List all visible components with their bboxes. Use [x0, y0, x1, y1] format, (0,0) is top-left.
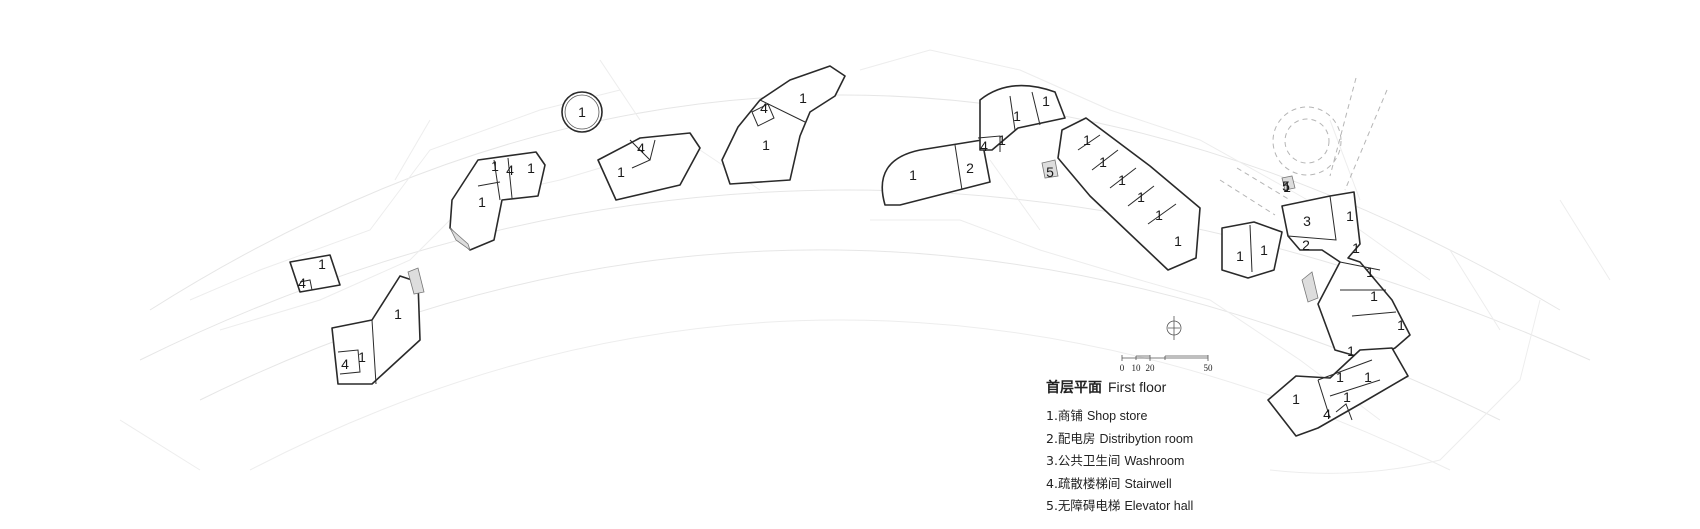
room-label: 1: [1346, 208, 1354, 224]
room-label: 5: [1046, 164, 1054, 180]
legend-item-en: Distribytion room: [1099, 431, 1194, 446]
room-label: 1: [998, 132, 1006, 148]
room-label: 4: [506, 162, 514, 178]
room-label: 1: [1137, 189, 1145, 205]
room-label: 1: [318, 256, 326, 272]
legend-title-cn: 首层平面: [1046, 380, 1102, 396]
room-label: 1: [1352, 240, 1360, 256]
building-e: [721, 65, 846, 185]
room-label: 1: [1347, 343, 1355, 359]
room-label: 4: [1323, 406, 1331, 422]
building-h: [1057, 117, 1201, 271]
room-label: 1: [578, 104, 586, 120]
north-arrow: [1166, 316, 1182, 340]
elevator-right: [1281, 175, 1296, 191]
room-label: 4: [341, 356, 349, 372]
room-label: 1: [478, 194, 486, 210]
room-label: 3: [1303, 213, 1311, 229]
room-label: 2: [1302, 237, 1310, 253]
room-label: 1: [1155, 207, 1163, 223]
room-label: 1: [1364, 369, 1372, 385]
legend-item-cn: 1.商铺: [1046, 408, 1083, 423]
round-kiosk: [561, 91, 603, 133]
legend-item-cn: 5.无障碍电梯: [1046, 498, 1121, 513]
building-c: [449, 151, 546, 252]
room-label: 1: [1260, 242, 1268, 258]
legend-item-cn: 2.配电房: [1046, 430, 1096, 446]
building-g: [977, 84, 1066, 152]
room-label: 1: [1283, 179, 1291, 195]
legend-item-en: Elevator hall: [1124, 499, 1194, 513]
scale-label: 20: [1146, 363, 1156, 373]
room-label: 1: [1292, 391, 1300, 407]
room-label: 1: [358, 349, 366, 365]
legend-item-cn: 4.疏散楼梯间: [1046, 475, 1121, 491]
room-label: 1: [527, 160, 535, 176]
room-label: 1: [1083, 132, 1091, 148]
legend-title-en: First floor: [1108, 379, 1167, 395]
room-label: 1: [762, 137, 770, 153]
room-label: 4: [760, 100, 768, 116]
site-context: [119, 49, 1611, 474]
legend-title: 首层平面 First floor: [1046, 377, 1193, 397]
legend-item-cn: 3.公共卫生间: [1046, 453, 1121, 468]
room-label: 1: [1397, 317, 1405, 333]
scale-bar: 0 10 20 50: [1120, 355, 1213, 373]
room-label: 4: [637, 140, 645, 156]
room-label: 1: [799, 90, 807, 106]
room-label: 4: [298, 275, 306, 291]
legend-item-en: Washroom: [1124, 454, 1185, 468]
room-label: 1: [1236, 248, 1244, 264]
room-label: 1: [1118, 172, 1126, 188]
building-i: [1221, 221, 1283, 279]
scale-label: 10: [1132, 363, 1142, 373]
room-label: 1: [1366, 264, 1374, 280]
room-label: 1: [491, 158, 499, 174]
room-label: 4: [980, 138, 988, 154]
building-b: [331, 267, 425, 385]
room-label: 1: [1013, 108, 1021, 124]
elevator-ramp-outline: [1219, 77, 1388, 216]
room-label: 1: [909, 167, 917, 183]
building-f: [881, 139, 991, 206]
building-a: [289, 254, 341, 293]
scale-label: 50: [1204, 363, 1214, 373]
building-j: [1281, 191, 1411, 361]
room-label: 5: [1282, 178, 1290, 194]
legend-item-en: Shop store: [1086, 409, 1148, 423]
room-label: 1: [1343, 389, 1351, 405]
legend-item-en: Stairwell: [1124, 476, 1172, 491]
room-label: 1: [1099, 154, 1107, 170]
elevator-left: [1041, 159, 1059, 179]
room-labels: 1 4 1 4 1 1 4 1 1 4 1 1 4 1 1 1 2 4 1 1 …: [298, 90, 1405, 422]
scale-label: 0: [1120, 363, 1125, 373]
room-label: 1: [1370, 288, 1378, 304]
room-label: 2: [966, 160, 974, 176]
building-k: [1267, 347, 1409, 437]
room-label: 1: [1174, 233, 1182, 249]
building-d: [597, 132, 701, 201]
room-label: 1: [394, 306, 402, 322]
room-label: 1: [1042, 93, 1050, 109]
room-label: 1: [617, 164, 625, 180]
room-label: 1: [1336, 369, 1344, 385]
